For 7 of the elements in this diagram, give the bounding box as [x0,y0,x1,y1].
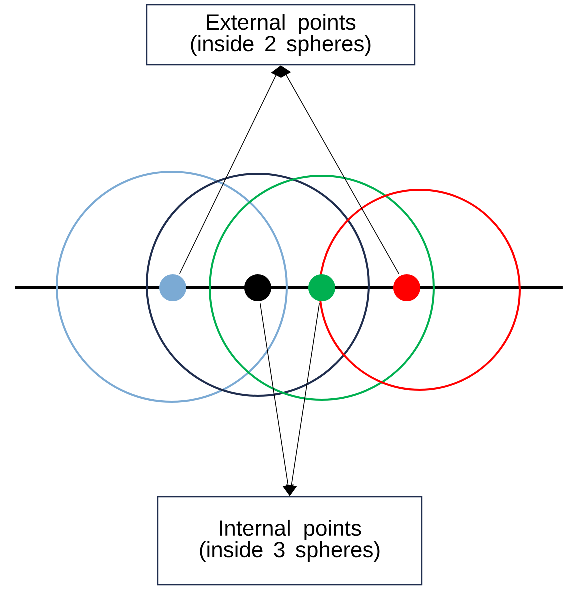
point-dot [394,274,420,302]
point-dot [244,274,272,302]
label-box: Internal points (inside 3 spheres) [157,496,423,586]
label-box: External points (inside 2 spheres) [146,4,416,66]
point-dot [308,274,336,302]
arrow [281,66,400,275]
point-dot [160,274,186,302]
